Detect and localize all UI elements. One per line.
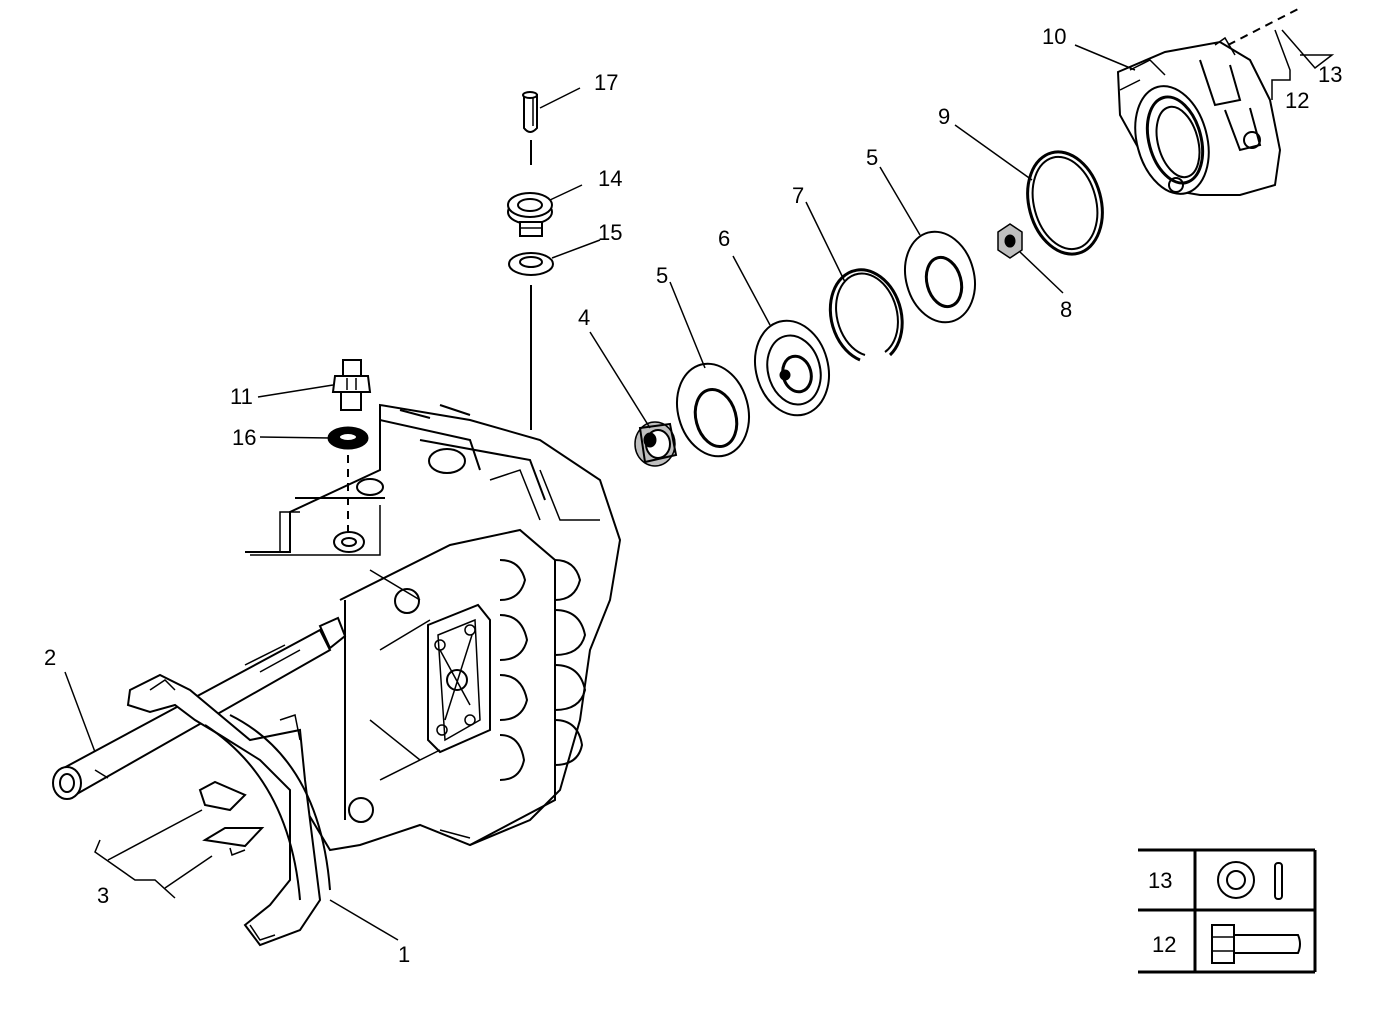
legend-table: 13 12: [1138, 848, 1317, 974]
callout-10: 10: [1042, 24, 1066, 49]
part-17-pin: [522, 91, 538, 165]
callout-14: 14: [598, 166, 622, 191]
callout-6: 6: [718, 226, 730, 251]
washer-and-pin-icon: [1217, 861, 1283, 900]
legend-label-12: 12: [1152, 932, 1176, 957]
callout-12: 12: [1285, 88, 1309, 113]
callout-13: 13: [1318, 62, 1342, 87]
callout-5-right: 5: [866, 145, 878, 170]
transmission-housing: [245, 403, 622, 852]
callout-labels: 1 2 3 4 5 6 7 5 8 9 10 11 12 13 14 15 16…: [44, 24, 1342, 967]
callout-9: 9: [938, 104, 950, 129]
part-6-bearing: [754, 319, 830, 417]
callout-3: 3: [97, 883, 109, 908]
callout-8: 8: [1060, 297, 1072, 322]
part-15-washer: [508, 252, 554, 276]
callout-4: 4: [578, 305, 590, 330]
part-9-o-ring: [1026, 150, 1104, 256]
callout-16: 16: [232, 425, 256, 450]
part-4-nut: [634, 421, 678, 467]
part-11-switch: [331, 359, 372, 411]
callout-15: 15: [598, 220, 622, 245]
part-5-washer-right: [904, 230, 976, 324]
leader-lines: [64, 29, 1335, 941]
part-3-clips: [94, 780, 265, 899]
callout-1: 1: [398, 942, 410, 967]
callout-17: 17: [594, 70, 618, 95]
bolt-icon: [1211, 924, 1301, 964]
legend-label-13: 13: [1148, 868, 1172, 893]
part-1-shift-fork: [126, 673, 331, 947]
part-14-plug: [507, 192, 553, 237]
part-5-washer-left: [676, 362, 750, 458]
part-7-snap-ring: [828, 268, 904, 362]
callout-5-left: 5: [656, 263, 668, 288]
callout-7: 7: [792, 183, 804, 208]
part-8-nut: [997, 223, 1023, 259]
part-16-washer: [327, 426, 369, 450]
callout-11: 11: [230, 384, 253, 409]
callout-2: 2: [44, 645, 56, 670]
part-10-end-housing: [1116, 7, 1301, 196]
